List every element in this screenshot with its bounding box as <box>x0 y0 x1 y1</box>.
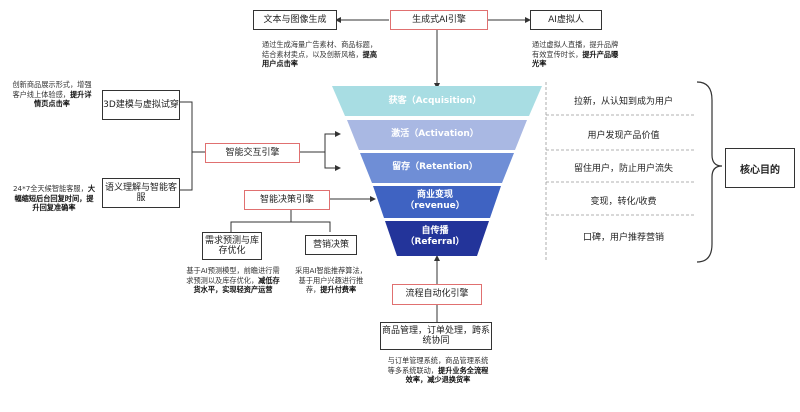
funnel-band-acquisition <box>332 86 542 116</box>
funnel-band-activation <box>347 120 527 150</box>
goal-retention: 留住用户，防止用户流失 <box>573 164 673 174</box>
operations-box: 商品管理，订单处理，跨系统协同 <box>380 322 492 350</box>
model3d-box: 3D建模与虚拟试穿 <box>102 90 180 120</box>
forecast-note: 基于AI预测模型，前瞻进行需求预测以及库存优化，减低存货水平，实现轻资产运营 <box>186 266 280 295</box>
funnel-band-referral <box>385 221 489 256</box>
operations-note: 与订单管理系统，商品管理系统等多系统联动，提升业务全流程效率，减少退换货率 <box>387 356 489 385</box>
nlp-service-box: 语义理解与智能客服 <box>102 178 180 208</box>
virtual-human-note: 通过虚拟人直播，提升品牌有效宣传时长，提升产品曝光率 <box>532 40 619 69</box>
decision-engine-box: 智能决策引擎 <box>244 190 330 210</box>
nlp-note: 24*7全天候智能客服，大幅缩短后台回复时间，提升回复准确率 <box>12 184 96 213</box>
goal-referral: 口碑，用户推荐营销 <box>582 233 664 243</box>
goal-activation: 用户发现产品价值 <box>587 131 660 141</box>
ai-virtual-human-box: AI虚拟人 <box>530 10 602 30</box>
core-goal-box: 核心目的 <box>725 148 795 188</box>
funnel-label-referral: 自传播 （Referral） <box>405 226 465 247</box>
marketing-note: 采用AI智能推荐算法，基于用户兴趣进行推荐，提升付费率 <box>295 266 367 295</box>
goal-acquisition: 拉新，从认知到成为用户 <box>573 97 673 107</box>
forecast-box: 需求预测与库存优化 <box>202 232 262 260</box>
marketing-decision-box: 营销决策 <box>305 235 357 255</box>
text-image-note: 通过生成海量广告素材、商品标题，结合素材卖点，以及创新风格，提高用户点击率 <box>262 40 378 69</box>
funnel-label-revenue: 商业变现 （revenue） <box>405 190 465 211</box>
goal-revenue: 变现，转化/收费 <box>590 197 657 207</box>
generative-ai-engine-box: 生成式AI引擎 <box>390 10 488 30</box>
funnel-label-retention: 留存（Retention） <box>392 162 478 172</box>
funnel-band-retention <box>360 153 514 183</box>
text-image-generation-box: 文本与图像生成 <box>253 10 337 30</box>
funnel-band-revenue <box>373 186 501 218</box>
model3d-note: 创新商品展示形式，增强客户线上体验感，提升详情页点击率 <box>12 80 92 109</box>
automation-engine-box: 流程自动化引擎 <box>392 284 482 305</box>
interaction-engine-box: 智能交互引擎 <box>205 143 300 163</box>
funnel-label-activation: 激活（Activation） <box>391 129 479 139</box>
funnel-label-acquisition: 获客（Acquisition） <box>388 96 482 106</box>
